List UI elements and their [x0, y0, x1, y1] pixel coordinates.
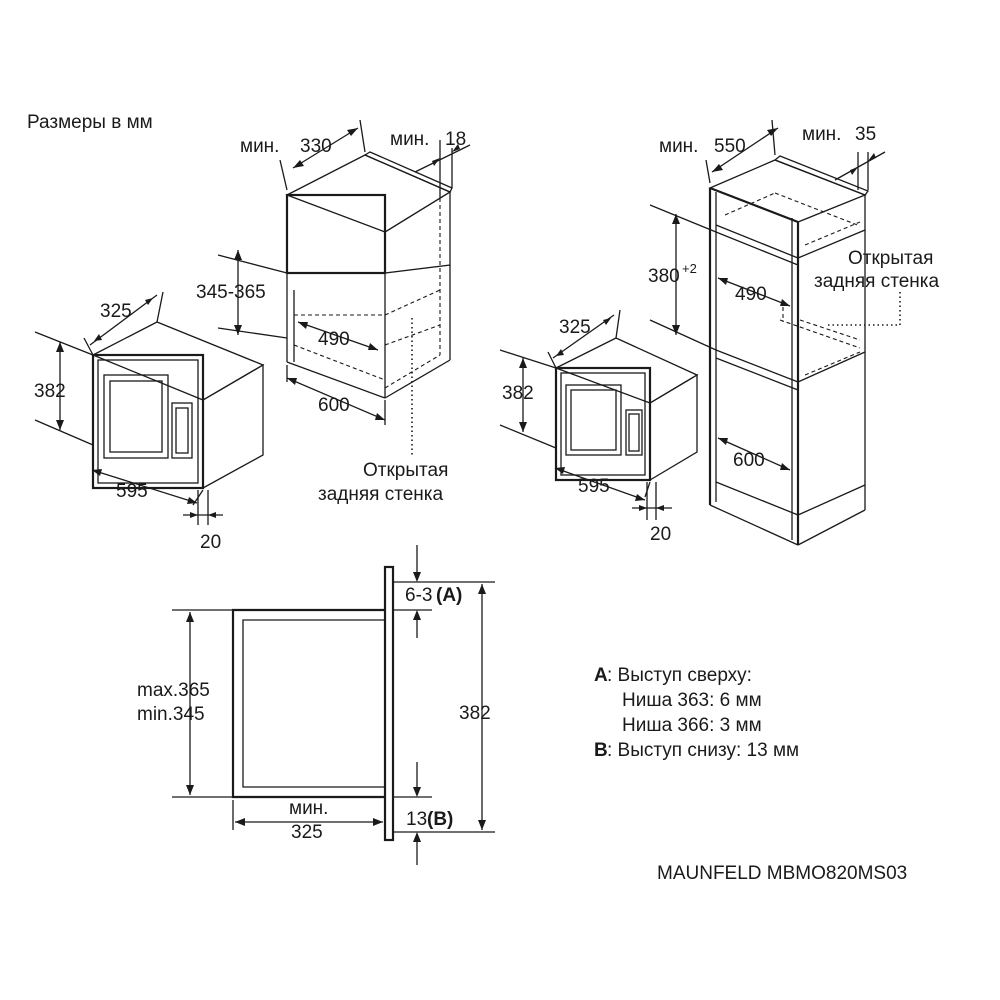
section-top-offset: 6-3 — [405, 585, 432, 606]
section-depth-label: мин. — [289, 798, 328, 819]
left-niche-min-gap-value: 18 — [445, 129, 466, 150]
section-view-dimensions: 6-3 (A) 13 (B) 382 max.365 min.345 мин. … — [137, 545, 495, 865]
left-microwave-unit — [91, 321, 265, 490]
right-oven-height: 382 — [502, 383, 534, 404]
section-view — [231, 565, 395, 842]
section-total-height: 382 — [459, 703, 491, 724]
dimensions-unit-title: Размеры в мм — [27, 112, 153, 133]
left-niche-min-depth-value: 330 — [300, 136, 332, 157]
right-niche-height-tolerance: +2 — [682, 261, 697, 276]
section-depth-value: 325 — [291, 822, 323, 843]
left-niche-height: 345-365 — [196, 282, 266, 303]
left-oven-depth: 325 — [100, 301, 132, 322]
right-frame-offset: 20 — [650, 524, 671, 545]
right-cabinet-min-gap-label: мин. — [802, 124, 841, 145]
legend-b-key: B — [594, 740, 608, 761]
left-open-back-line1: Открытая — [363, 460, 448, 481]
right-open-back-line1: Открытая — [848, 248, 933, 269]
right-niche-inner-width: 490 — [735, 284, 767, 305]
left-oven-height: 382 — [34, 381, 66, 402]
left-microwave-dimensions: 325 382 595 20 — [34, 291, 223, 553]
legend-a-text: : Выступ сверху: — [607, 665, 752, 686]
left-niche-inner-width: 490 — [318, 329, 350, 350]
legend-a-line2: Ниша 363: 6 мм — [622, 690, 762, 711]
left-niche-min-depth-label: мин. — [240, 136, 279, 157]
right-niche-height: 380 — [648, 266, 680, 287]
legend-b-text: : Выступ снизу: 13 мм — [607, 740, 799, 761]
right-oven-depth: 325 — [559, 317, 591, 338]
left-niche-min-gap-label: мин. — [390, 129, 429, 150]
left-oven-width: 595 — [116, 481, 148, 502]
right-microwave-unit — [554, 337, 699, 482]
left-niche-width: 600 — [318, 395, 350, 416]
right-cabinet-min-depth-label: мин. — [659, 136, 698, 157]
legend: A : Выступ сверху: Ниша 363: 6 мм Ниша 3… — [594, 665, 799, 761]
section-bottom-offset-ref: (B) — [427, 809, 453, 830]
right-cabinet-min-depth-value: 550 — [714, 136, 746, 157]
model-name: MAUNFELD MBMO820MS03 — [657, 863, 907, 884]
left-niche-cabinet — [285, 151, 453, 399]
left-frame-offset: 20 — [200, 532, 221, 553]
section-niche-min: min.345 — [137, 704, 205, 725]
right-tall-cabinet — [708, 155, 870, 546]
left-niche-dimensions: мин. 330 мин. 18 345-365 490 600 Открыта… — [196, 119, 471, 505]
section-niche-max: max.365 — [137, 680, 210, 701]
right-cabinet-min-gap-value: 35 — [855, 124, 876, 145]
section-top-offset-ref: (A) — [436, 585, 462, 606]
right-open-back-line2: задняя стенка — [814, 271, 939, 292]
legend-a-line3: Ниша 366: 3 мм — [622, 715, 762, 736]
legend-a-key: A — [594, 665, 608, 686]
right-tall-cabinet-dimensions: мин. 550 мин. 35 380 +2 490 600 Открытая… — [648, 119, 939, 471]
right-microwave-dimensions: 325 382 595 20 — [499, 309, 672, 545]
right-niche-width: 600 — [733, 450, 765, 471]
right-oven-width: 595 — [578, 476, 610, 497]
section-bottom-offset: 13 — [406, 809, 427, 830]
left-open-back-line2: задняя стенка — [318, 484, 443, 505]
